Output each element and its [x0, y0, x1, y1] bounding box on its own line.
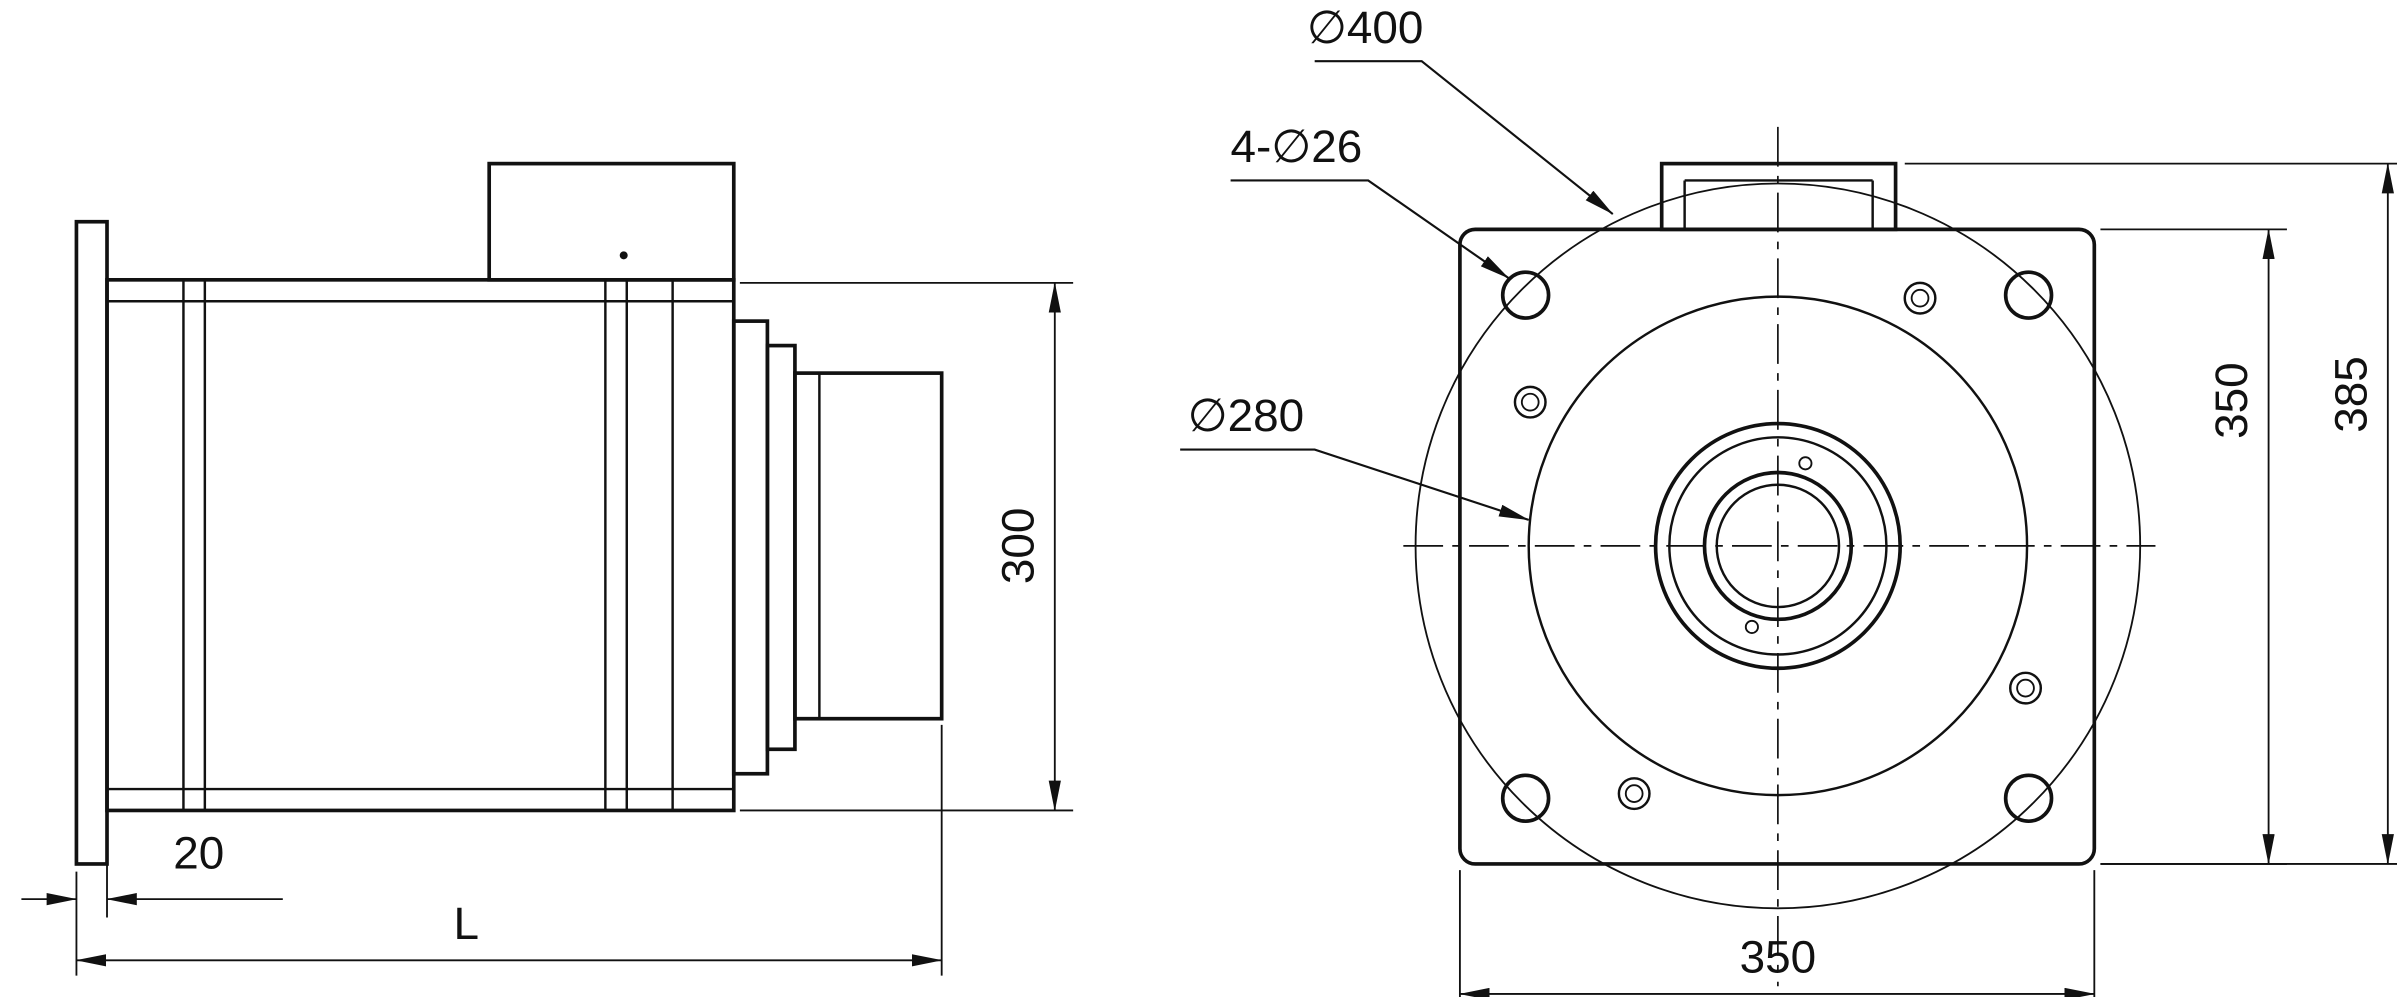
shaft-bore-circle — [1702, 470, 1854, 622]
bolt-hole-inner — [2016, 678, 2035, 698]
bolt-hole-outer — [1617, 777, 1651, 811]
terminal-box-screw-dot — [619, 251, 628, 260]
corner-hole — [1500, 270, 1551, 320]
dim-L-label: L — [453, 897, 479, 949]
label-d280: ∅280 — [1188, 389, 1304, 441]
dim-20-extension-lines — [75, 819, 108, 918]
dimension-20: 20 — [21, 819, 283, 918]
leader-d400: ∅400 — [1307, 1, 1614, 215]
dimension-385: 385 — [1904, 162, 2397, 865]
terminal-box-top-inner — [1683, 179, 1874, 230]
bolt-holes — [1513, 281, 2043, 811]
label-d400: ∅400 — [1307, 1, 1423, 53]
leader-d280-line — [1180, 448, 1530, 521]
hub-screw-hole — [1744, 619, 1759, 634]
rear-cylinder-outline — [793, 371, 944, 721]
hub-screw-hole — [1798, 456, 1813, 471]
housing-circle-400 — [1414, 182, 2142, 910]
front-view: ∅400 4-∅26 ∅280 350 385 350 — [1180, 1, 2397, 997]
label-4xd26: 4-∅26 — [1230, 120, 1362, 172]
dim-385-extension-lines — [1904, 162, 2397, 865]
shaft-inner-circle — [1715, 483, 1841, 609]
bolt-hole-inner — [1910, 288, 1930, 308]
dim-385-label: 385 — [2324, 356, 2376, 433]
body-horizontal-lines — [107, 300, 734, 791]
leader-4xd26-line — [1230, 179, 1510, 280]
dim-20-label: 20 — [173, 827, 224, 879]
bolt-hole-inner — [1624, 784, 1644, 803]
corner-hole — [1500, 773, 1551, 823]
dimension-350-bottom: 350 — [1458, 870, 2096, 997]
corner-hole — [2003, 270, 2054, 320]
bolt-hole-outer — [1903, 281, 1937, 315]
motor-body-outline — [105, 277, 736, 813]
hub-outer-circle — [1653, 421, 1903, 671]
terminal-box-top-outer — [1659, 161, 1898, 232]
body-vertical-lines — [182, 279, 674, 811]
bolt-hole-outer — [1513, 385, 1547, 419]
mounting-flange-outline — [74, 219, 109, 866]
bolt-hole-outer — [2009, 671, 2043, 705]
rear-step-outline — [765, 343, 797, 752]
dim-350v-label: 350 — [2205, 362, 2257, 439]
leader-d280: ∅280 — [1180, 389, 1530, 521]
corner-holes-26 — [1500, 270, 2054, 823]
shaft-hub-circles — [1653, 421, 1903, 671]
bolt-hole-inner — [1520, 392, 1540, 412]
hub-inner-circle — [1668, 436, 1888, 656]
dim-300-label: 300 — [991, 508, 1043, 585]
pilot-circle-280 — [1527, 295, 2029, 797]
leader-d400-line — [1314, 60, 1614, 215]
side-view: 300 20 L — [21, 161, 1074, 976]
terminal-box-top — [1659, 161, 1898, 232]
leader-4xd26: 4-∅26 — [1230, 120, 1510, 280]
terminal-box-outline — [487, 161, 736, 282]
dimension-300: 300 — [739, 281, 1074, 812]
dim-350b-label: 350 — [1740, 931, 1817, 983]
rear-flange-step-outline — [731, 319, 770, 776]
dimension-L: L — [75, 724, 943, 976]
dim-300-extension-lines — [739, 281, 1074, 812]
corner-hole — [2003, 773, 2054, 823]
